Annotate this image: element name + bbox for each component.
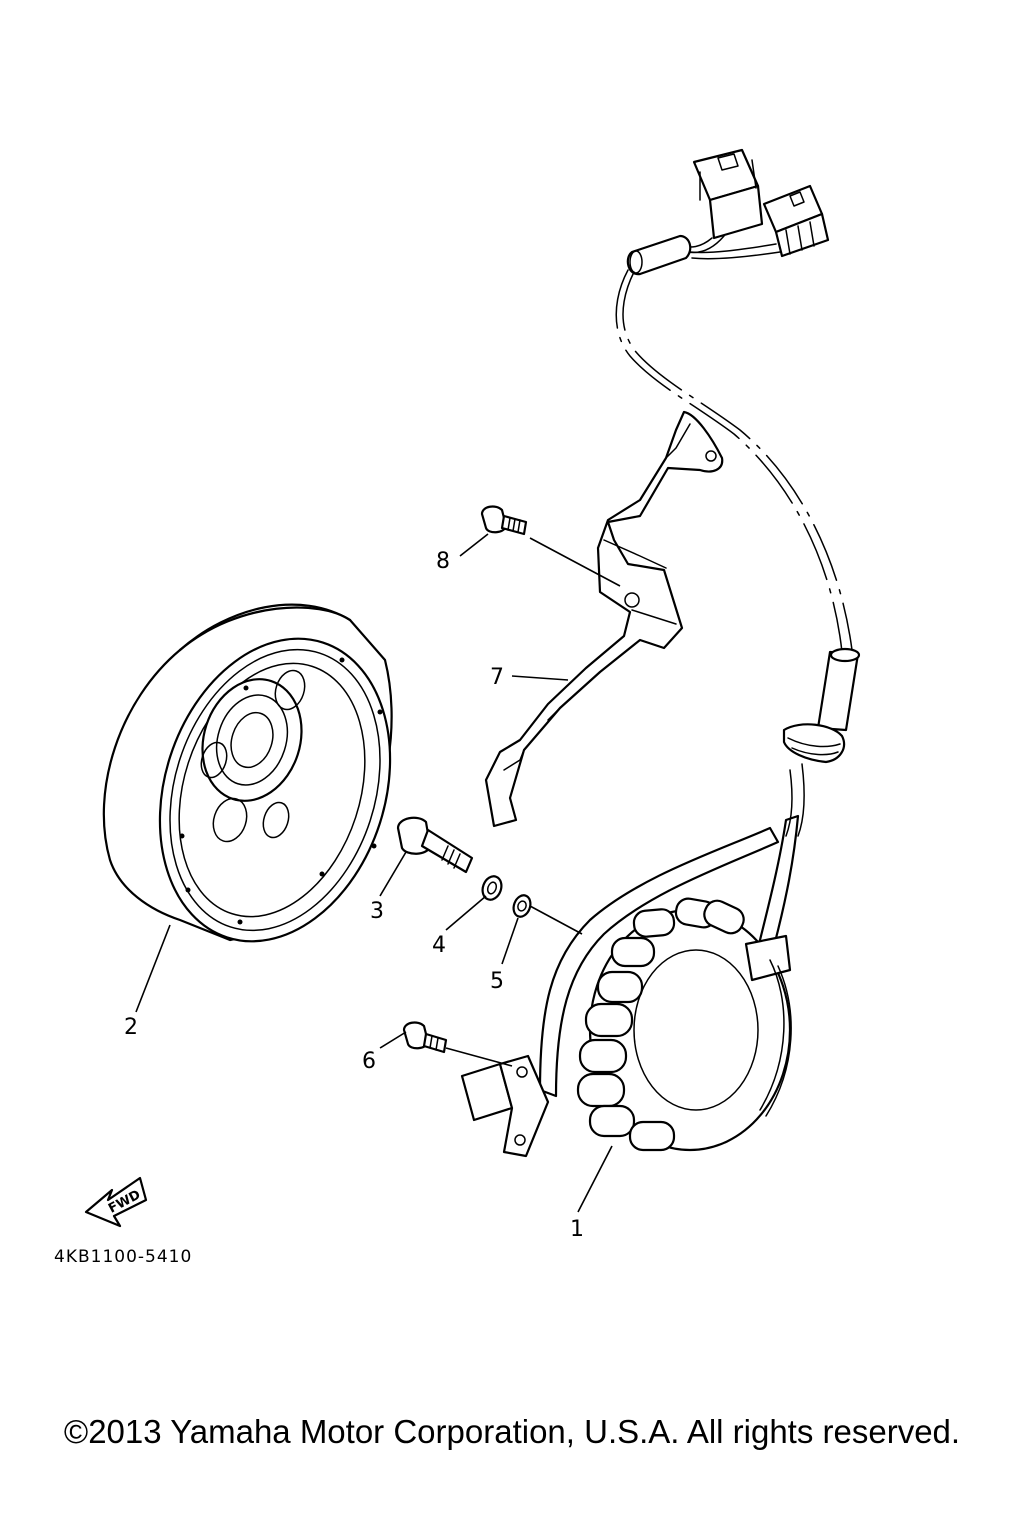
connector-upper	[692, 148, 764, 240]
part-7-bracket	[484, 410, 724, 828]
label-part-4: 4	[432, 933, 446, 958]
label-part-8: 8	[436, 549, 450, 574]
label-part-2: 2	[124, 1015, 138, 1040]
label-part-6: 6	[362, 1049, 376, 1074]
diagram-code: 4KB1100-5410	[54, 1247, 192, 1267]
part-6-screw	[402, 1021, 448, 1054]
label-part-5: 5	[490, 969, 504, 994]
part-5-washer	[512, 894, 532, 918]
fwd-arrow-icon: FWD	[84, 1176, 148, 1228]
wire-harness	[615, 148, 861, 764]
label-part-3: 3	[370, 899, 384, 924]
part-2-rotor	[102, 603, 393, 943]
part-8-screw	[480, 505, 528, 536]
part-3-bolt	[396, 816, 474, 874]
connector-right	[762, 184, 830, 258]
leader-lines	[135, 533, 621, 1213]
part-1-stator	[460, 763, 805, 1158]
label-part-1: 1	[570, 1217, 584, 1242]
stator-poles	[576, 897, 745, 1152]
copyright-notice: ©2013 Yamaha Motor Corporation, U.S.A. A…	[63, 1413, 961, 1450]
label-part-7: 7	[490, 665, 504, 690]
part-4-washer	[481, 875, 503, 901]
